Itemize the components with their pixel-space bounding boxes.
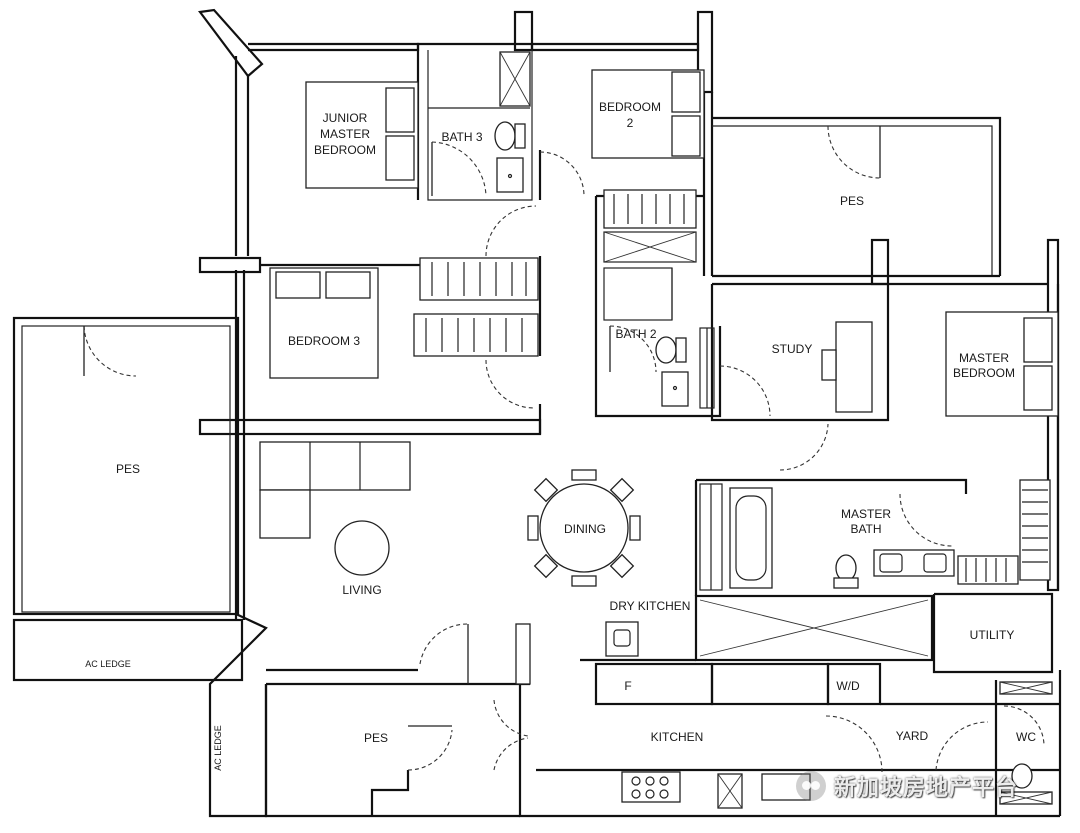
kitchen-utility-area [419,599,929,685]
pes-top-area [827,125,881,179]
walls [12,8,1062,818]
label-master-bath-2: BATH [850,522,881,536]
label-bedroom-3: BEDROOM 3 [288,334,360,348]
kitchen-yard-area [407,681,1053,809]
bath-2-area [603,267,715,409]
room-labels: JUNIOR MASTER BEDROOM BATH 3 BEDROOM 2 P… [85,100,1036,771]
bedroom-2-area [591,69,705,263]
label-master-bath-1: MASTER [841,507,891,521]
label-ac-ledge-left: AC LEDGE [85,659,131,669]
label-study: STUDY [772,342,813,356]
label-fridge: F [624,679,631,693]
label-pes-bottom: PES [364,731,388,745]
label-kitchen: KITCHEN [651,730,704,744]
label-master-bedroom-1: MASTER [959,351,1009,365]
label-pes-left: PES [116,462,140,476]
label-junior-master-3: BEDROOM [314,143,376,157]
master-bath-area [699,479,1051,591]
label-pes-top: PES [840,194,864,208]
label-master-bedroom-2: BEDROOM [953,366,1015,380]
bedroom-3-area [269,257,539,409]
label-yard: YARD [896,729,929,743]
label-junior-master-2: MASTER [320,127,370,141]
living-dining-area [259,441,641,587]
junior-master-area [305,50,585,257]
label-dry-kitchen: DRY KITCHEN [610,599,691,613]
master-bedroom-area [945,311,1059,417]
label-bath-3: BATH 3 [441,130,482,144]
label-junior-master-1: JUNIOR [323,111,368,125]
label-ac-ledge-bottom: AC LEDGE [213,725,223,771]
label-bedroom-2-2: 2 [627,116,634,130]
label-wc: WC [1016,730,1036,744]
label-wd: W/D [836,679,860,693]
study-area [719,321,873,471]
label-bath-2: BATH 2 [615,327,656,341]
label-dining: DINING [564,522,606,536]
label-utility: UTILITY [970,628,1015,642]
label-living: LIVING [342,583,381,597]
label-bedroom-2-1: BEDROOM [599,100,661,114]
pes-left-area [83,325,137,377]
